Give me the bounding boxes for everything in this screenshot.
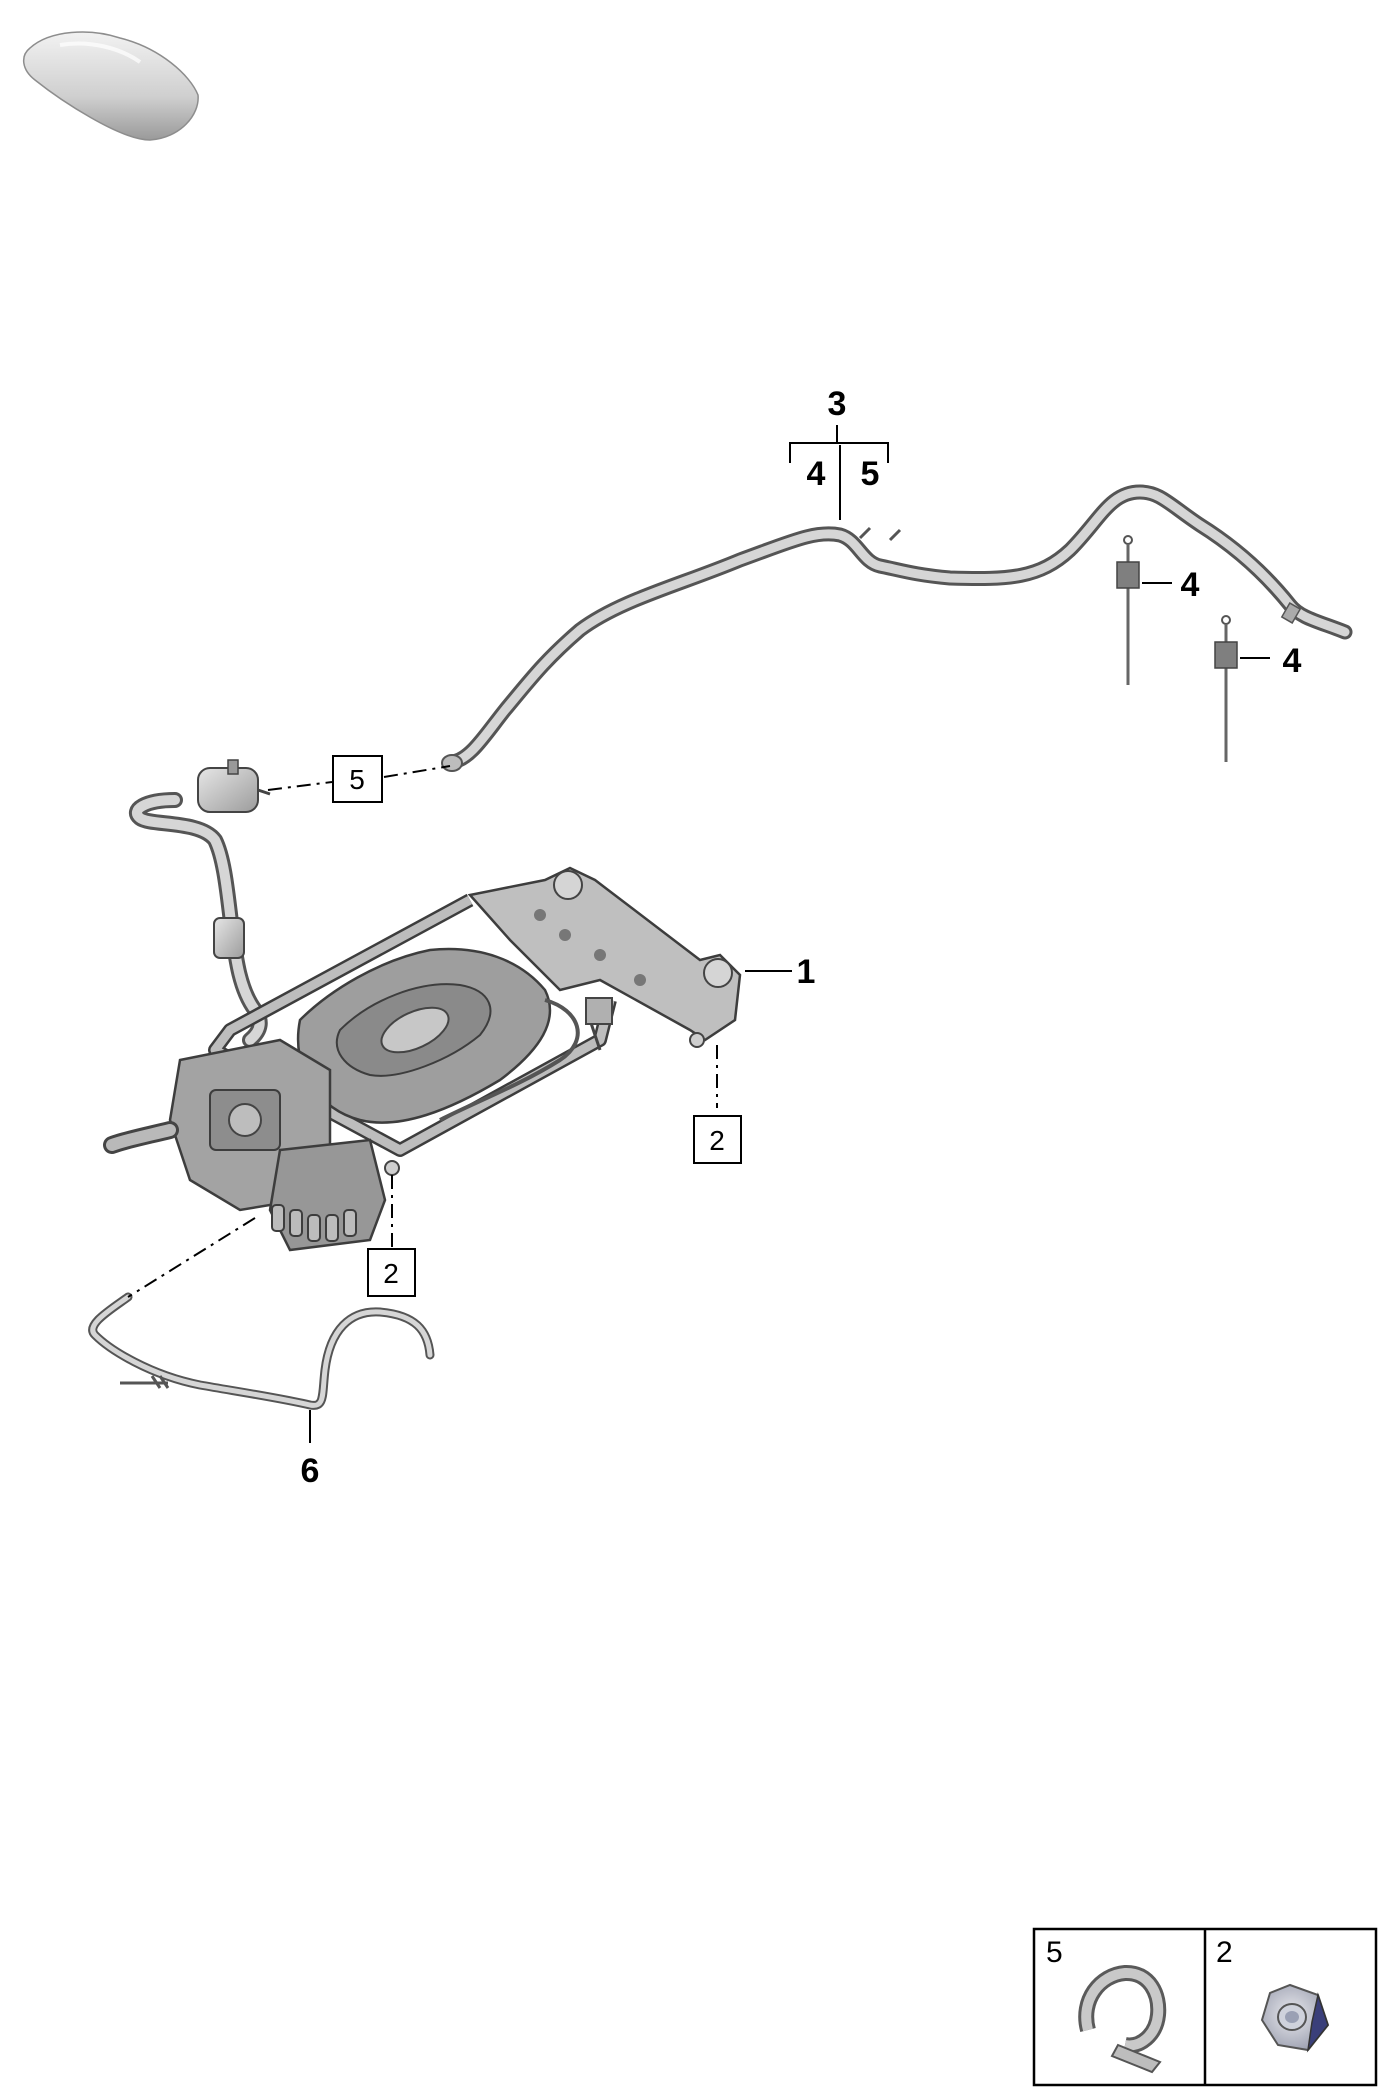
callout-4-a: 4 [1181, 566, 1200, 604]
callout-1: 1 [797, 953, 816, 991]
valve-with-hose [129, 759, 271, 1048]
boxed-ref-5-label: 5 [349, 764, 365, 795]
main-assembly [103, 866, 742, 1252]
legend-number-5: 5 [1046, 1936, 1063, 1969]
hose-clip-icon [1078, 1965, 1167, 2074]
boxed-ref-2-right: 2 [693, 1115, 742, 1164]
cable-tie-b [1214, 615, 1238, 762]
boxed-ref-5: 5 [332, 755, 383, 803]
hex-nut-icon [1260, 1983, 1330, 2053]
cable-tie-a [1116, 535, 1140, 685]
boxed-ref-2-lower: 2 [367, 1248, 416, 1297]
upper-hose [441, 484, 1353, 772]
lower-line [88, 1292, 435, 1410]
boxed-ref-2-right-label: 2 [709, 1125, 725, 1156]
callout-3: 3 [828, 385, 847, 423]
callout-4-b: 4 [1283, 642, 1302, 680]
boxed-ref-2-lower-label: 2 [383, 1258, 399, 1289]
callouts: 3 4 5 4 4 1 6 [301, 385, 1302, 1490]
callout-3-sub-4: 4 [807, 455, 826, 493]
callout-6: 6 [301, 1452, 320, 1490]
callout-3-sub-5: 5 [861, 455, 880, 493]
car-thumbnail-icon [23, 31, 199, 141]
legend-table: 5 2 [1032, 1927, 1378, 2087]
legend-number-2: 2 [1216, 1936, 1233, 1969]
leader-lines [127, 425, 1270, 1443]
